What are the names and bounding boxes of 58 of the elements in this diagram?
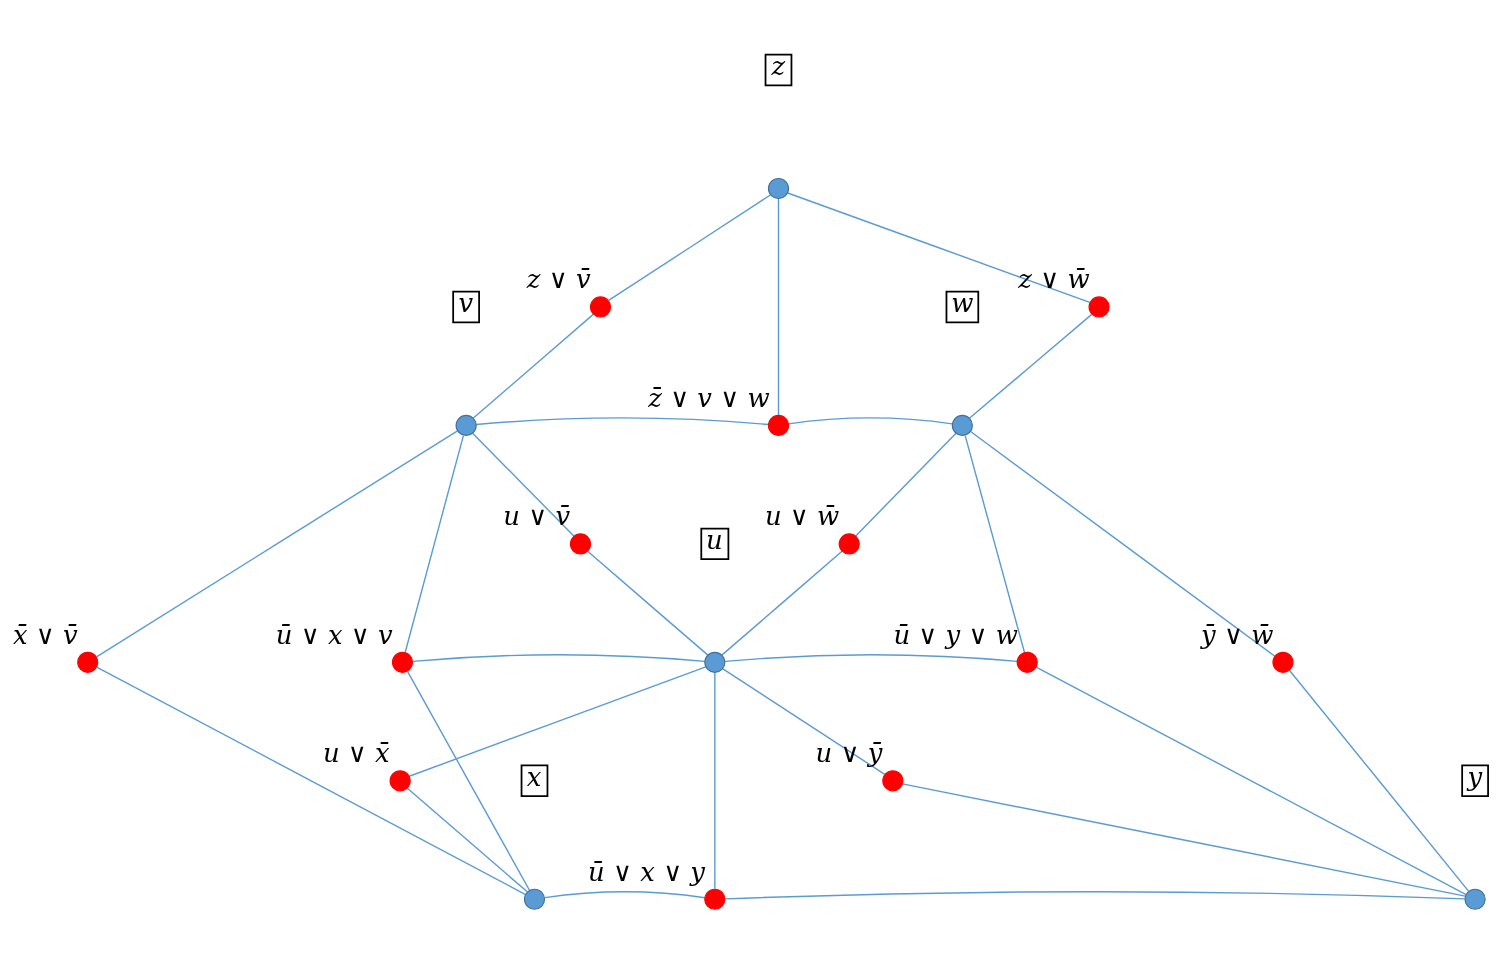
node-circle [1272, 651, 1294, 673]
connector [855, 431, 957, 537]
node-box: y [1461, 764, 1489, 797]
connector [472, 313, 594, 419]
connector [471, 431, 575, 537]
node-label: z ∨ v̄ [526, 263, 591, 294]
connector [714, 671, 716, 890]
node-label: ū ∨ y ∨ w [893, 619, 1018, 650]
node-box: x [520, 764, 549, 797]
connector [722, 667, 886, 775]
node-circle [767, 177, 790, 199]
node-label: u ∨ x̄ [322, 737, 390, 768]
node-label: u ∨ w̄ [764, 500, 840, 531]
connector [587, 550, 709, 656]
node-box: z [764, 53, 793, 86]
node-box: w [945, 290, 980, 323]
connector [901, 782, 1466, 897]
connector [406, 670, 531, 891]
connector [96, 665, 527, 895]
node-circle [704, 888, 726, 910]
connector [724, 653, 1018, 662]
connector [724, 890, 1466, 900]
node-box: v [452, 290, 480, 323]
node-circle [767, 414, 790, 436]
node-circle [391, 651, 414, 673]
node-circle [389, 769, 411, 791]
node-label: u ∨ v̄ [503, 500, 571, 531]
node-circle [455, 414, 477, 436]
connector [607, 193, 772, 301]
connector [408, 665, 707, 777]
node-circle [838, 532, 860, 554]
node-circle [882, 769, 904, 791]
connector [95, 429, 459, 658]
node-circle [569, 532, 592, 554]
node-label: ū ∨ x ∨ v [275, 619, 393, 650]
node-circle [523, 888, 546, 910]
node-label: ū ∨ x ∨ y [588, 856, 706, 887]
connector [964, 434, 1026, 653]
connector [1288, 669, 1470, 892]
connector [406, 787, 528, 893]
node-circle [1088, 295, 1110, 318]
connector [404, 434, 465, 653]
connector [969, 430, 1276, 657]
node-label: z̄ ∨ v ∨ w [648, 382, 770, 413]
node-label: ȳ ∨ w̄ [1201, 619, 1274, 650]
connector [777, 197, 780, 416]
node-box: u [700, 527, 730, 560]
connector [787, 191, 1091, 303]
node-circle [77, 651, 99, 673]
connector [721, 550, 843, 656]
connector [968, 313, 1093, 419]
node-circle [951, 414, 973, 436]
node-circle [1016, 651, 1038, 673]
node-circle [589, 295, 612, 318]
node-circle [704, 651, 726, 673]
node-circle [1464, 888, 1486, 910]
connector [1035, 665, 1467, 895]
node-label: x̄ ∨ v̄ [12, 619, 78, 650]
